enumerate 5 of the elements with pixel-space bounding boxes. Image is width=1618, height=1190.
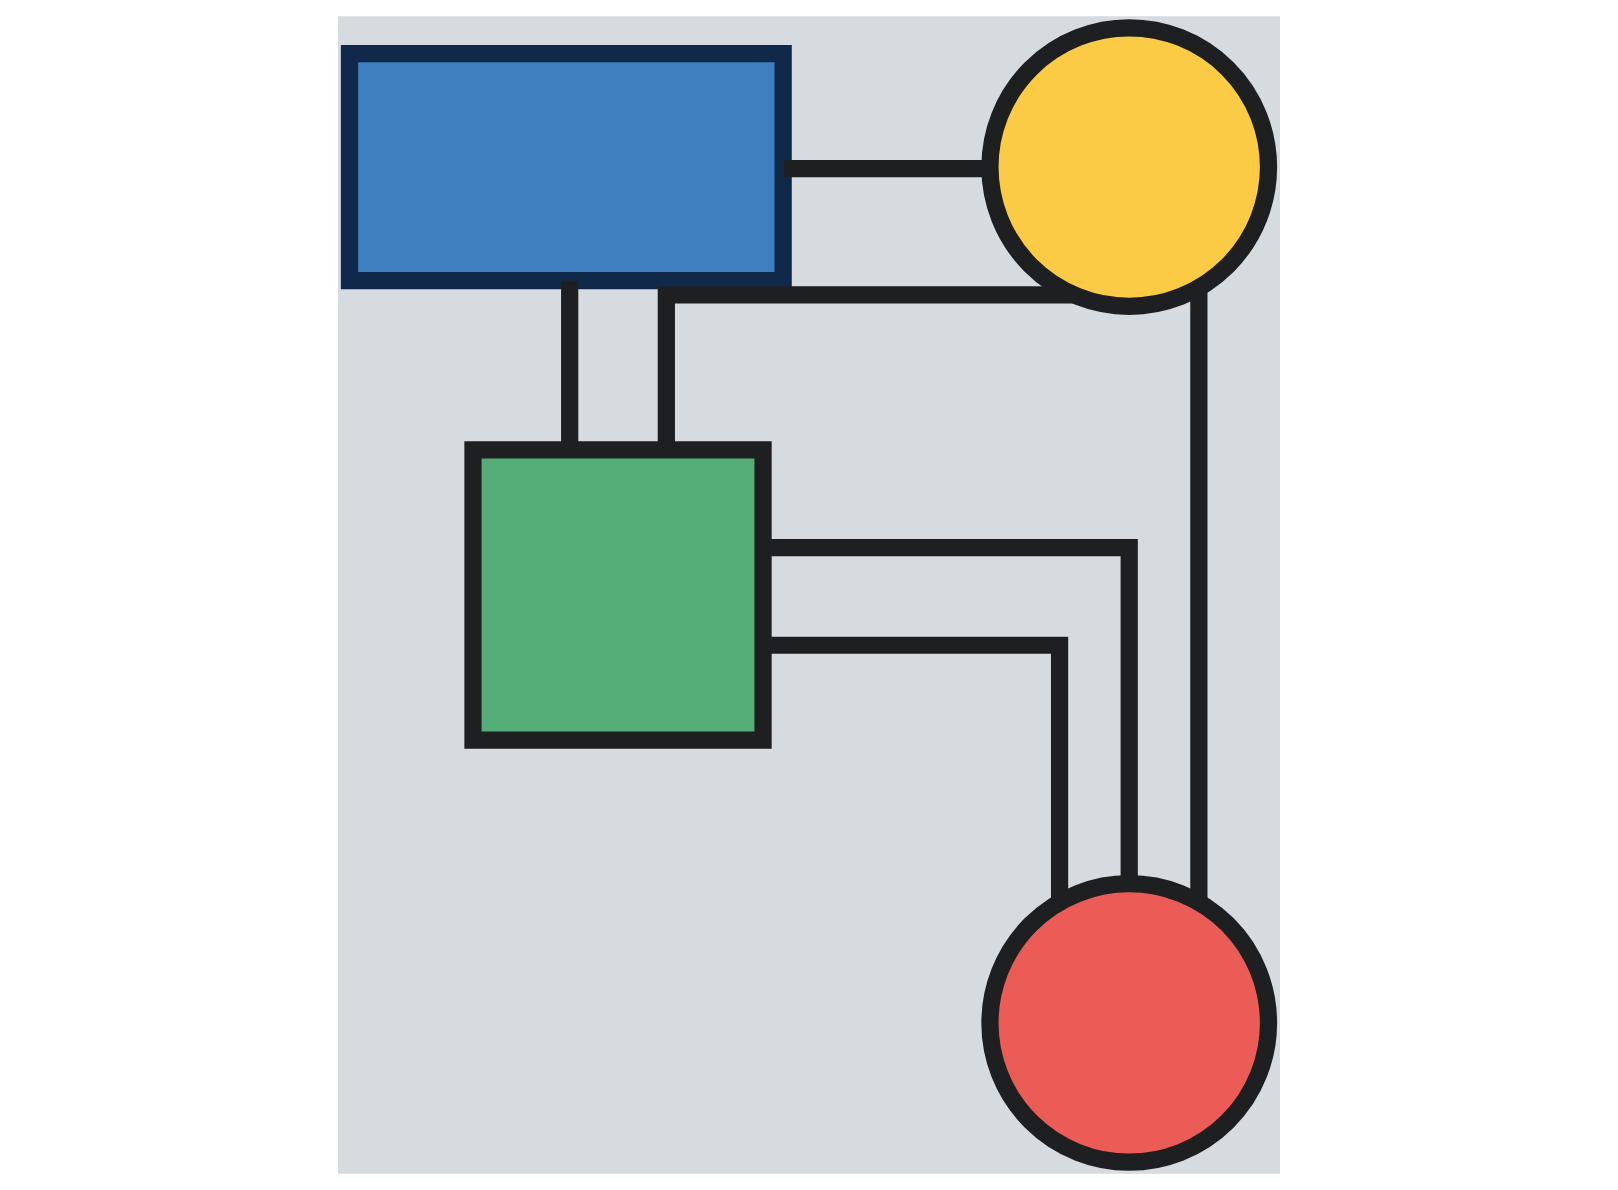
node-box <box>464 441 772 749</box>
node-circle <box>981 875 1278 1171</box>
connector <box>1190 287 1208 902</box>
node-box <box>340 45 792 290</box>
node-circle <box>981 19 1278 315</box>
